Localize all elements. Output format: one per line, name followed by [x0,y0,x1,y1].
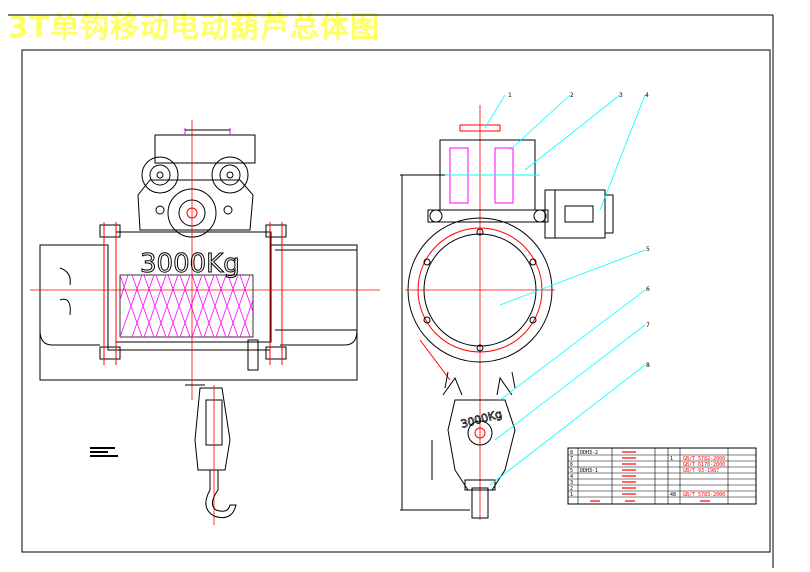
bom-no: 3 [570,480,573,486]
side-view [400,105,614,520]
leader-lines [484,94,646,486]
bom-std: GB/T 5783-2000 [683,492,725,498]
bom-std: GB/T 6170-2000 [683,462,725,468]
balloon-2: 2 [570,92,574,99]
bom-rows: 8 DDH3-2 7 1 GB/T 5782-2000 6 GB/T 6170-… [570,450,725,498]
bom-no: 1 [570,492,573,498]
bom-red-marks [590,451,710,502]
bom-std: GB/T 93-1987 [683,468,719,474]
balloon-3: 3 [619,92,623,99]
balloon-1: 1 [508,92,512,99]
hook-capacity-label: 3000Kg [459,407,503,430]
rope-drum-hatch [119,274,254,338]
bom-qty: 48 [670,492,676,498]
hook-block [194,387,231,471]
bom-std: GB/T 5782-2000 [683,456,725,462]
bom-code: DDH3-1 [580,468,598,474]
front-view [30,120,380,525]
bom-no: 8 [570,450,573,456]
balloon-4: 4 [645,92,649,99]
balloon-5: 5 [646,246,650,253]
balloon-numbers: 1 2 3 4 5 6 7 8 [508,92,650,369]
wheel-left [141,156,179,194]
bom-no: 2 [570,486,573,492]
bom-no: 6 [570,462,573,468]
bom-code: DDH3-2 [580,450,598,456]
bom-table [568,448,756,504]
bom-qty: 1 [670,456,673,462]
trolley-plate [154,134,256,164]
motor [544,189,606,239]
balloon-7: 7 [646,322,650,329]
bom-no: 4 [570,474,573,480]
bom-no: 7 [570,456,573,462]
drawing-title: 3T单钩移动电动葫芦总体图 [8,10,380,44]
hook [205,470,237,519]
bom-no: 5 [570,468,573,474]
balloon-8: 8 [646,362,650,369]
capacity-label: 3000Kg [140,249,240,279]
wheel-right [211,156,249,194]
sheet-frame [8,14,774,568]
balloon-6: 6 [646,286,650,293]
